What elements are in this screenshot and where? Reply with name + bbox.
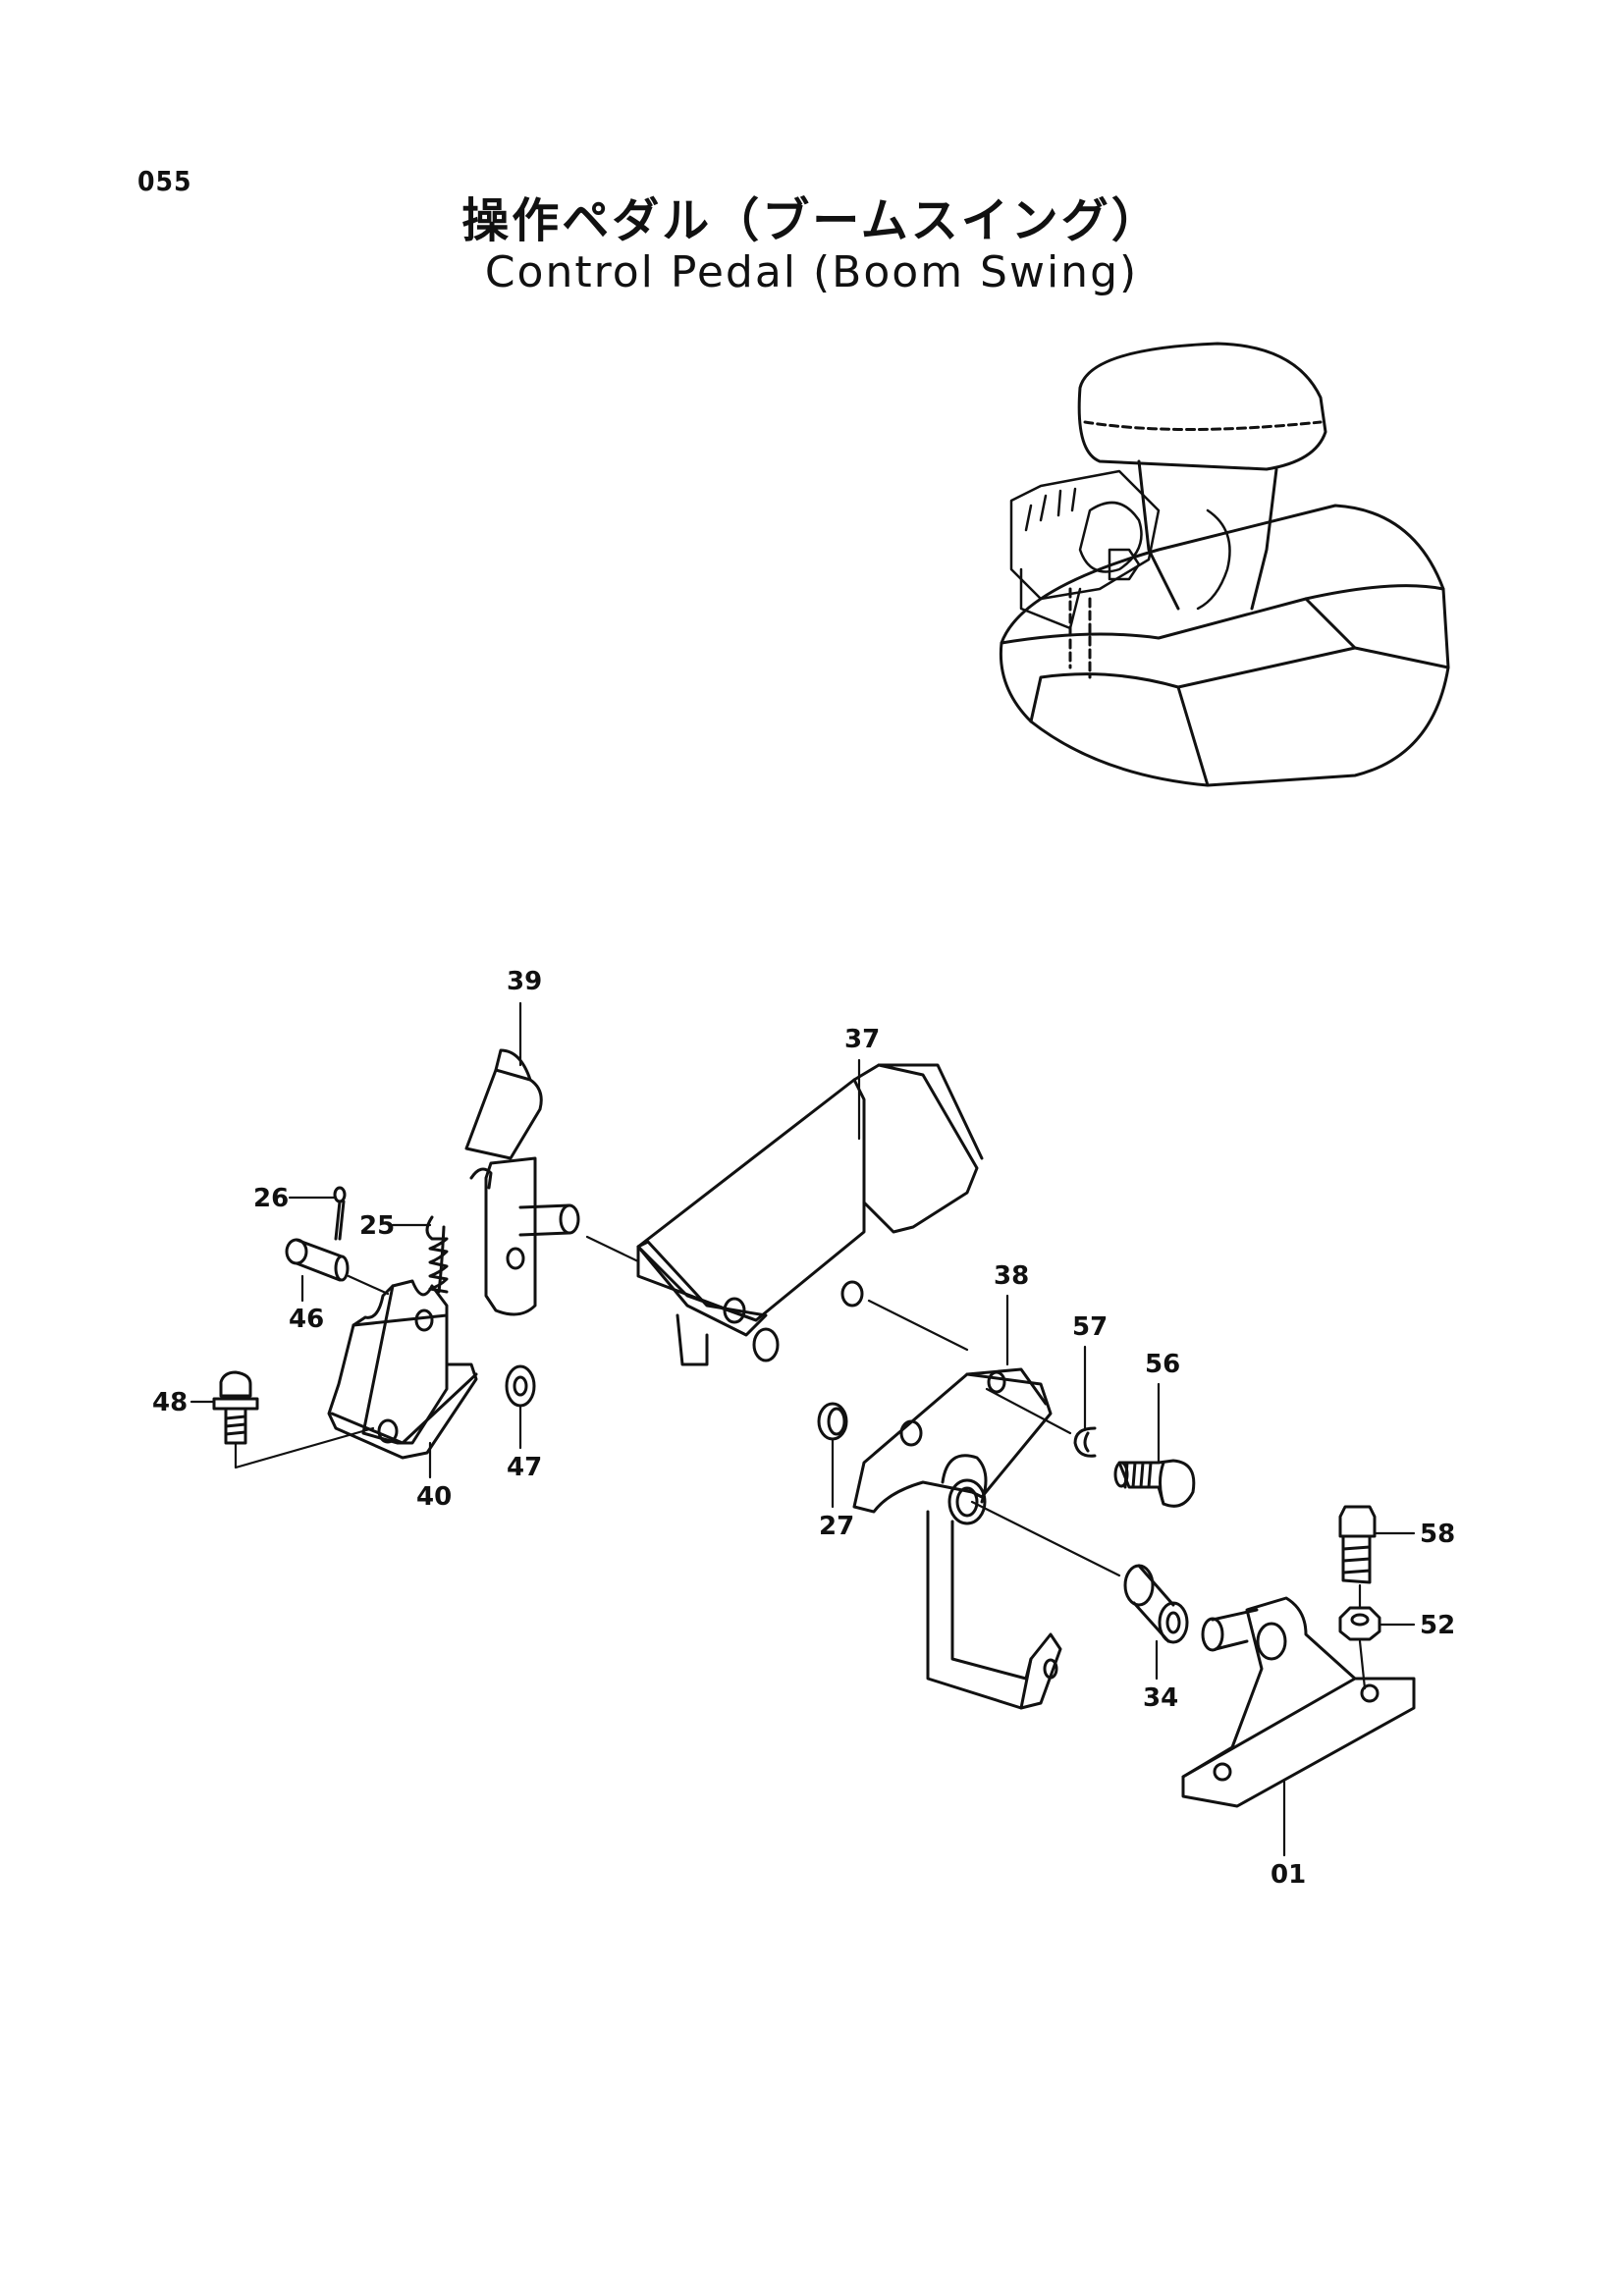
part-01-base-bracket bbox=[1181, 1596, 1416, 1808]
machine-locator-view bbox=[999, 342, 1450, 787]
callout-56: 56 bbox=[1145, 1350, 1180, 1379]
callout-47: 47 bbox=[507, 1453, 542, 1482]
part-40-bracket bbox=[327, 1279, 478, 1460]
callout-40: 40 bbox=[416, 1482, 452, 1512]
part-48-bolt bbox=[212, 1370, 259, 1445]
callout-39: 39 bbox=[507, 967, 542, 996]
part-38-bracket-plate bbox=[852, 1367, 1062, 1710]
part-34-bushing bbox=[1123, 1564, 1189, 1644]
title-english: Control Pedal (Boom Swing) bbox=[484, 247, 1139, 297]
part-37-pedal bbox=[636, 1063, 984, 1366]
callout-48: 48 bbox=[152, 1388, 188, 1417]
part-56-bolt bbox=[1113, 1459, 1196, 1508]
callout-27: 27 bbox=[819, 1512, 854, 1541]
part-27-snap-ring bbox=[817, 1402, 848, 1441]
callout-26: 26 bbox=[253, 1184, 289, 1213]
part-47-washer bbox=[505, 1364, 536, 1408]
part-46-pin bbox=[285, 1238, 350, 1282]
callout-58: 58 bbox=[1420, 1520, 1455, 1549]
callout-25: 25 bbox=[359, 1211, 395, 1241]
assembly-lines bbox=[234, 1235, 1367, 1690]
callout-57: 57 bbox=[1072, 1312, 1108, 1342]
callout-37: 37 bbox=[844, 1025, 880, 1054]
page-number: 055 bbox=[137, 165, 192, 197]
part-39-pedal-arm bbox=[464, 1048, 580, 1316]
part-25-spring bbox=[425, 1215, 449, 1294]
callout-38: 38 bbox=[994, 1261, 1029, 1291]
part-58-hex-bolt bbox=[1338, 1505, 1377, 1584]
part-26-cotter-pin bbox=[333, 1186, 347, 1241]
part-52-hex-nut bbox=[1338, 1606, 1381, 1641]
title-japanese: 操作ペダル（ブームスイング） bbox=[461, 193, 1162, 248]
callout-46: 46 bbox=[289, 1305, 324, 1334]
callout-labels: 39 37 26 25 46 38 57 56 48 47 40 27 58 5… bbox=[152, 967, 1455, 1890]
callout-34: 34 bbox=[1143, 1683, 1178, 1713]
leader-lines bbox=[189, 1001, 1416, 1857]
callout-01: 01 bbox=[1271, 1860, 1306, 1890]
callout-52: 52 bbox=[1420, 1611, 1455, 1640]
part-57-snap-ring bbox=[1073, 1426, 1097, 1458]
